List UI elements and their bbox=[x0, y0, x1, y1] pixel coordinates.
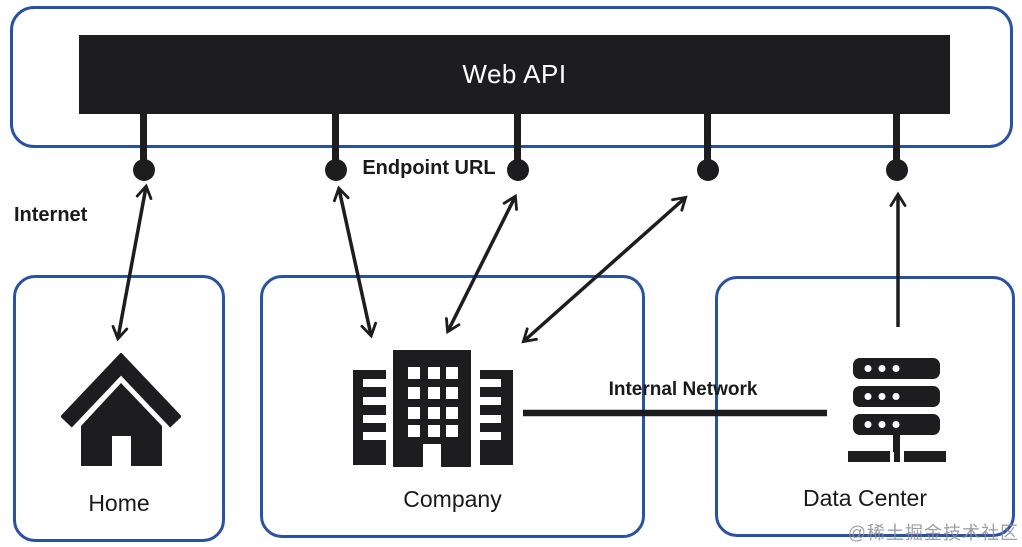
endpoint-dot bbox=[507, 159, 529, 181]
data-center-label: Data Center bbox=[802, 485, 927, 511]
endpoint-stem bbox=[140, 112, 147, 162]
company-box: Company bbox=[260, 275, 645, 538]
house-icon bbox=[61, 353, 181, 466]
endpoint-stem bbox=[332, 112, 339, 162]
endpoint-dot bbox=[133, 159, 155, 181]
endpoint-dot bbox=[697, 159, 719, 181]
endpoint-url-label: Endpoint URL bbox=[362, 157, 496, 179]
endpoint-dot bbox=[325, 159, 347, 181]
endpoint-stem bbox=[514, 112, 521, 162]
endpoint-stem bbox=[893, 112, 900, 162]
watermark-text: @稀土掘金技术社区 bbox=[847, 523, 1019, 543]
server-rack-icon bbox=[848, 358, 946, 462]
data-center-box: Data Center bbox=[715, 276, 1015, 537]
endpoint-dot bbox=[886, 159, 908, 181]
web-api-bar: Web API bbox=[79, 35, 950, 114]
company-label: Company bbox=[403, 486, 502, 512]
web-api-label: Web API bbox=[462, 59, 567, 89]
internet-label: Internet bbox=[14, 204, 88, 226]
office-building-icon bbox=[353, 350, 513, 467]
endpoint-stem bbox=[704, 112, 711, 162]
home-label: Home bbox=[88, 490, 150, 516]
internal-network-label: Internal Network bbox=[608, 379, 758, 400]
home-box: Home bbox=[13, 275, 225, 542]
